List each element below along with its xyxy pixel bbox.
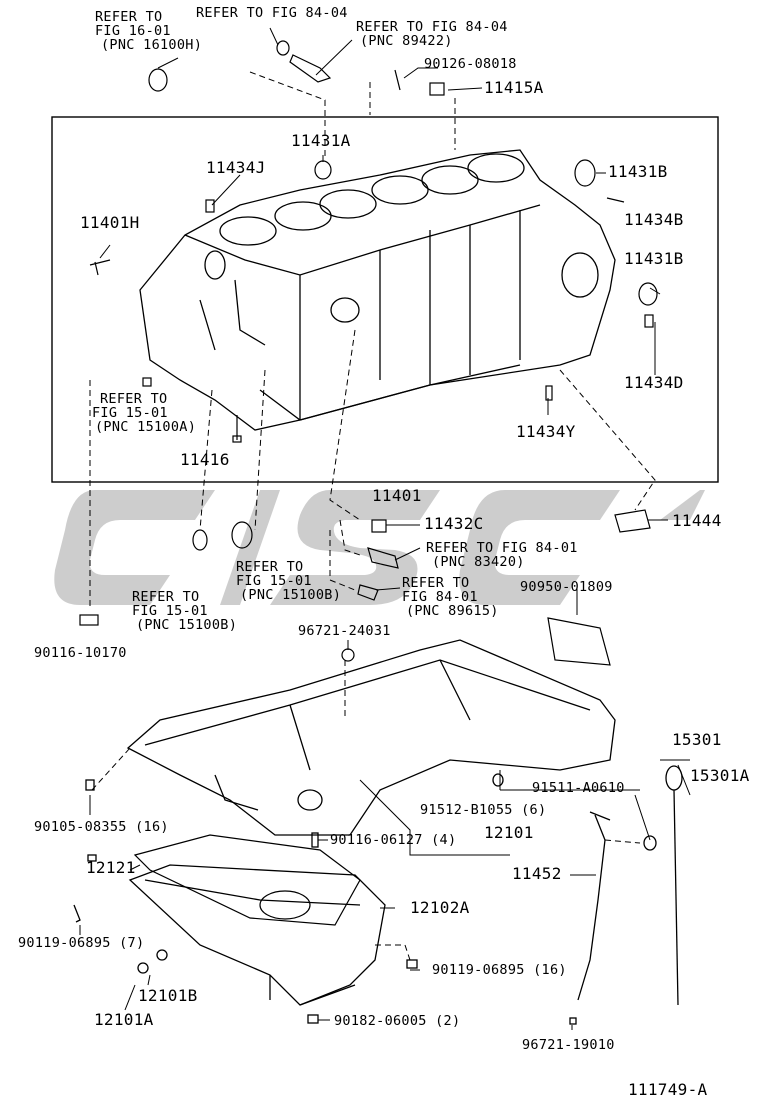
part-90182-06005: 90182-06005 (2) [334, 1013, 461, 1029]
ref-fig15-01-c-line1: REFER TO [132, 589, 200, 605]
ref-fig84-04-a-line1: REFER TO FIG 84-04 [196, 5, 348, 21]
ref-fig84-01-b-line3: (PNC 89615) [406, 603, 499, 619]
part-11401: 11401 [372, 486, 422, 505]
ref-fig16-01-line1: REFER TO [95, 9, 163, 25]
part-96721-24031: 96721-24031 [298, 623, 391, 639]
part-90105-08355: 90105-08355 (16) [34, 819, 169, 835]
part-90116-10170: 90116-10170 [34, 645, 127, 661]
ref-fig15-01-a-line1: REFER TO [100, 391, 168, 407]
part-90126-08018: 90126-08018 [424, 56, 517, 72]
ref-fig15-01-c-line2: FIG 15-01 [132, 603, 208, 619]
part-12101A: 12101A [94, 1010, 154, 1029]
ref-fig15-01-c-line3: (PNC 15100B) [136, 617, 238, 633]
cylinder-block-drawing [139, 149, 616, 431]
part-91511-A0610: 91511-A0610 [532, 780, 625, 796]
part-96721-19010: 96721-19010 [522, 1037, 615, 1053]
ref-fig15-01-a-line2: FIG 15-01 [92, 405, 168, 421]
part-11444: 11444 [672, 511, 722, 530]
part-12101B: 12101B [138, 986, 198, 1005]
part-15301A: 15301A [690, 766, 750, 785]
part-11434J: 11434J [206, 158, 266, 177]
part-11431B-top: 11431B [608, 162, 668, 181]
ref-fig84-01-a-line1: REFER TO FIG 84-01 [426, 540, 578, 556]
part-90119-06895-7: 90119-06895 (7) [18, 935, 145, 951]
part-11431B-mid: 11431B [624, 249, 684, 268]
ref-fig84-04-b-line1: REFER TO FIG 84-04 [356, 19, 508, 35]
cylinder-block-box [51, 116, 719, 483]
small-parts [89, 40, 658, 443]
dipstick-drawing [73, 765, 683, 1025]
part-11434Y: 11434Y [516, 422, 576, 441]
dashed-leaders [89, 71, 656, 961]
part-91512-B1055: 91512-B1055 (6) [420, 802, 547, 818]
part-11416: 11416 [180, 450, 230, 469]
part-12101: 12101 [484, 823, 534, 842]
ref-fig15-01-b-line1: REFER TO [236, 559, 304, 575]
part-90116-06127: 90116-06127 (4) [330, 832, 457, 848]
part-11401H: 11401H [80, 213, 140, 232]
leader-lines [79, 27, 691, 1030]
ref-fig15-01-b-line2: FIG 15-01 [236, 573, 312, 589]
ref-fig15-01-b-line3: (PNC 15100B) [240, 587, 342, 603]
part-11452: 11452 [512, 864, 562, 883]
part-12121: 12121 [86, 858, 136, 877]
part-15301: 15301 [672, 730, 722, 749]
ref-fig15-01-a-line3: (PNC 15100A) [95, 419, 197, 435]
part-12102A: 12102A [410, 898, 470, 917]
diagram-id: 111749-A [628, 1080, 708, 1099]
oil-pan-lower-drawing [128, 864, 386, 1006]
part-11431A: 11431A [291, 131, 351, 150]
ref-fig84-04-b-line2: (PNC 89422) [360, 33, 453, 49]
watermark-logo [54, 490, 705, 605]
ref-fig84-01-b-line2: FIG 84-01 [402, 589, 478, 605]
oil-pan-upper-drawing [126, 639, 616, 836]
part-11434B: 11434B [624, 210, 684, 229]
part-11434D: 11434D [624, 373, 684, 392]
ref-fig84-01-a-line2: (PNC 83420) [432, 554, 525, 570]
ref-fig84-01-b-line1: REFER TO [402, 575, 470, 591]
ref-fig16-01-line3: (PNC 16100H) [101, 37, 203, 53]
baffle-plate-drawing [133, 834, 361, 926]
part-11415A: 11415A [484, 78, 544, 97]
part-90119-06895-16: 90119-06895 (16) [432, 962, 567, 978]
part-90950-01809: 90950-01809 [520, 579, 613, 595]
ref-fig16-01-line2: FIG 16-01 [95, 23, 171, 39]
part-11432C: 11432C [424, 514, 484, 533]
